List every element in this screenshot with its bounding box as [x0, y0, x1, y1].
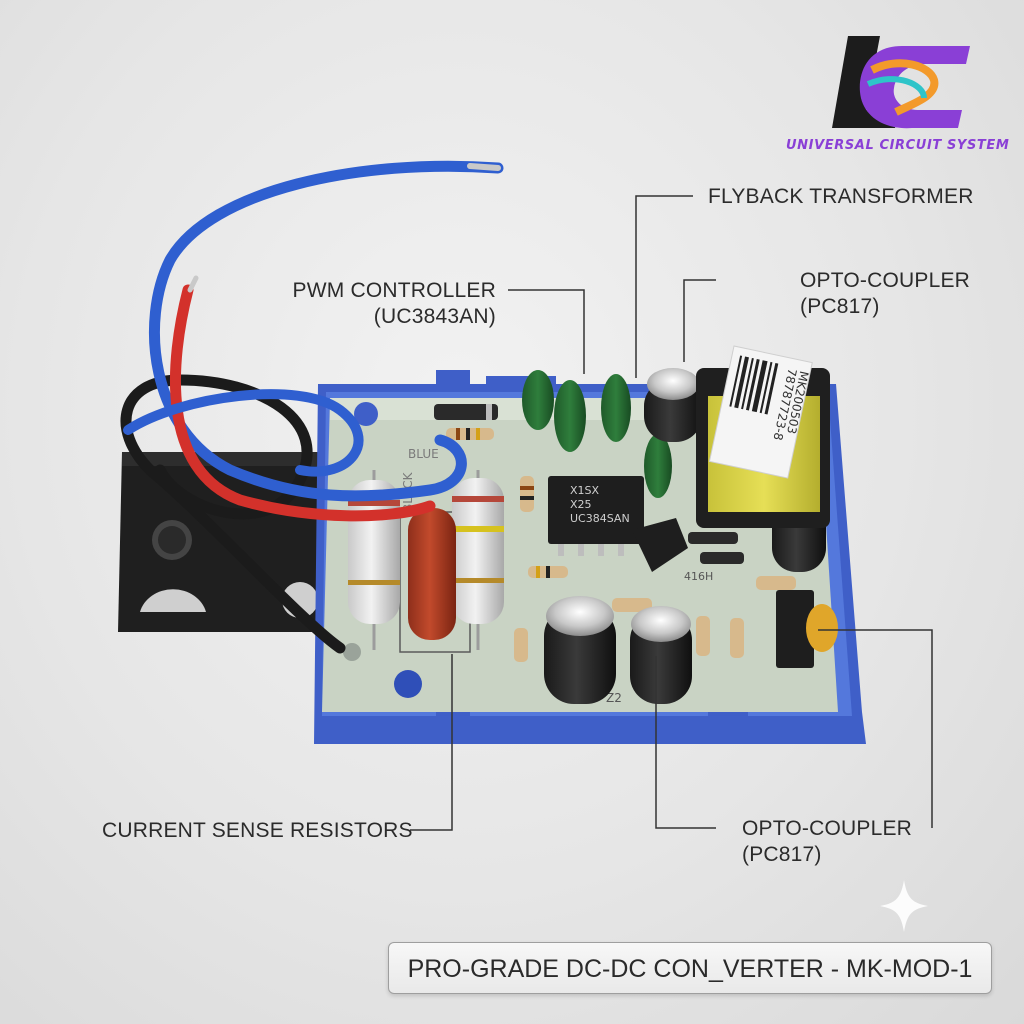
callout-opto-top-line1: OPTO-COUPLER — [800, 269, 971, 292]
callout-opto-coupler-top: OPTO-COUPLER (PC817) — [800, 268, 970, 320]
ic-marking-1: X1SX — [570, 484, 600, 497]
pwm-controller-ic: X1SX X25 UC384SAN — [548, 476, 688, 572]
silk-h-label: 416H — [684, 570, 713, 583]
ic-marking-2: X25 — [570, 498, 592, 511]
brand-logo-text: UNIVERSAL CIRCUIT SYSTEM — [786, 138, 1010, 153]
silk-blue-label: BLUE — [408, 447, 439, 461]
callout-pwm-line2: (UC3843AN) — [373, 305, 496, 328]
ceramic-capacitors — [522, 370, 672, 498]
sparkle-icon — [880, 880, 928, 932]
ic-marking-3: UC384SAN — [570, 512, 630, 525]
callout-current-sense-resistors: CURRENT SENSE RESISTORS — [102, 818, 413, 844]
product-title: PRO-GRADE DC-DC CON_VERTER - MK-MOD-1 — [407, 955, 973, 983]
callout-pwm-controller: PWM CONTROLLER (UC3843AN) — [280, 278, 496, 330]
callout-flyback-line1: FLYBACK TRANSFORMER — [708, 185, 974, 208]
callout-opto-bottom-line1: OPTO-COUPLER — [742, 817, 913, 840]
callout-leader-lines — [410, 195, 933, 831]
callout-current-sense-line1: CURRENT SENSE RESISTORS — [102, 819, 413, 842]
small-components — [434, 404, 796, 662]
callout-flyback-transformer: FLYBACK TRANSFORMER — [708, 184, 974, 210]
opto-coupler-component — [776, 590, 838, 668]
callout-opto-bottom-line2: (PC817) — [742, 843, 822, 866]
silk-z2-label: Z2 — [606, 691, 622, 705]
brand-logo — [832, 36, 970, 129]
flyback-transformer: 78787723-8 MK200503 — [696, 345, 830, 528]
product-title-banner: PRO-GRADE DC-DC CON_VERTER - MK-MOD-1 — [388, 942, 992, 994]
callout-pwm-line1: PWM CONTROLLER — [292, 279, 496, 302]
callout-opto-top-line2: (PC817) — [800, 295, 880, 318]
callout-opto-coupler-bottom: OPTO-COUPLER (PC817) — [742, 816, 912, 868]
wire-harness — [120, 160, 504, 654]
